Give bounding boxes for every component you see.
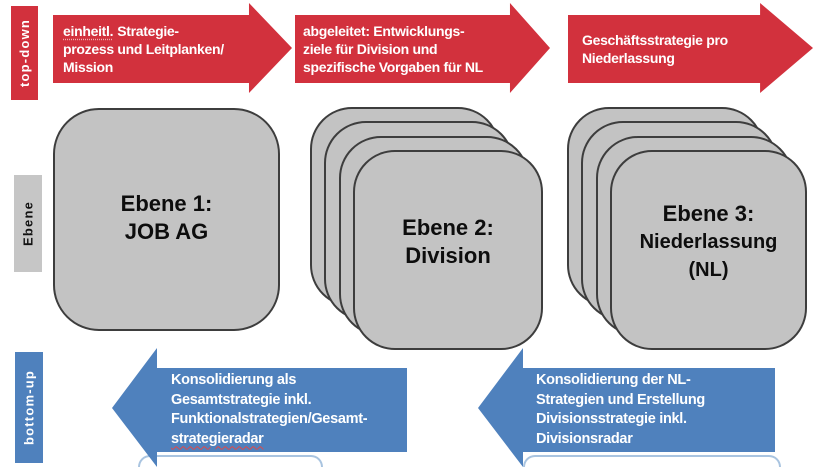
level-1-card: Ebene 1: JOB AG — [53, 108, 280, 331]
arrow-text-line: Geschäftsstrategie pro — [582, 32, 728, 48]
level-3-card-text: Ebene 3: Niederlassung (NL) — [640, 200, 778, 300]
level-title: Ebene 3: — [662, 201, 755, 226]
level-2-card-stack: Ebene 2: Division — [310, 107, 543, 350]
arrow-text-rest: Strategie- — [117, 23, 179, 39]
arrow-text-line: Konsolidierung als — [171, 372, 297, 388]
level-2-card-text: Ebene 2: Division — [402, 214, 494, 286]
arrow-text-line: Divisionsradar — [536, 430, 633, 447]
misspelled-word: strategieradar — [171, 430, 264, 447]
top-down-arrow-1: einheitl.Strategie- prozess und Leitplan… — [53, 3, 292, 93]
level-1-card-text: Ebene 1: JOB AG — [121, 190, 213, 250]
arrow-text-line: spezifische Vorgaben für NL — [303, 59, 483, 75]
level-title: Ebene 1: — [120, 190, 213, 216]
level-subtitle: Division — [405, 243, 491, 268]
arrow-text-line: Konsolidierung der NL- — [536, 372, 691, 388]
level-subtitle-2: (NL) — [688, 259, 729, 281]
arrow-text-line: Niederlassung — [582, 50, 675, 66]
level-3-card-stack: Ebene 3: Niederlassung (NL) — [567, 107, 807, 350]
level-title: Ebene 2: — [402, 215, 494, 240]
cutoff-shape-right — [523, 455, 781, 467]
level-subtitle: Niederlassung — [639, 231, 778, 253]
level-subtitle: JOB AG — [124, 218, 209, 244]
top-down-arrow-2: abgeleitet: Entwicklungs- ziele für Divi… — [295, 3, 550, 93]
arrow-text-line: ziele für Division und — [303, 41, 438, 57]
arrow-text-line: prozess und Leitplanken/ — [63, 41, 224, 57]
level-2-card-front: Ebene 2: Division — [353, 150, 543, 350]
top-down-label: top-down — [11, 6, 38, 100]
bottom-up-arrow-2: Konsolidierung der NL- Strategien und Er… — [478, 348, 775, 467]
bottom-up-label: bottom-up — [15, 352, 43, 463]
top-down-arrow-3: Geschäftsstrategie pro Niederlassung — [568, 3, 813, 93]
arrow-text-line: Divisionsstrategie inkl. — [536, 411, 687, 427]
arrow-text-line: Strategien und Erstellung — [536, 391, 705, 408]
bottom-up-arrow-1: Konsolidierung als Gesamtstrategie inkl.… — [112, 348, 407, 467]
arrow-text-line: Mission — [63, 59, 114, 75]
arrow-text-word: einheitl. — [63, 23, 114, 39]
arrow-text-line: einheitl.Strategie- — [63, 22, 292, 40]
level-3-card-front: Ebene 3: Niederlassung (NL) — [610, 150, 807, 350]
cutoff-shape-left — [138, 455, 323, 467]
arrow-text-line: Funktionalstrategien/Gesamt- — [171, 411, 368, 427]
arrow-text-line: strategieradar — [171, 430, 407, 450]
arrow-text-line: abgeleitet: Entwicklungs- — [303, 23, 465, 39]
ebene-label: Ebene — [14, 175, 42, 272]
arrow-text-line: Gesamtstrategie inkl. — [171, 391, 312, 408]
